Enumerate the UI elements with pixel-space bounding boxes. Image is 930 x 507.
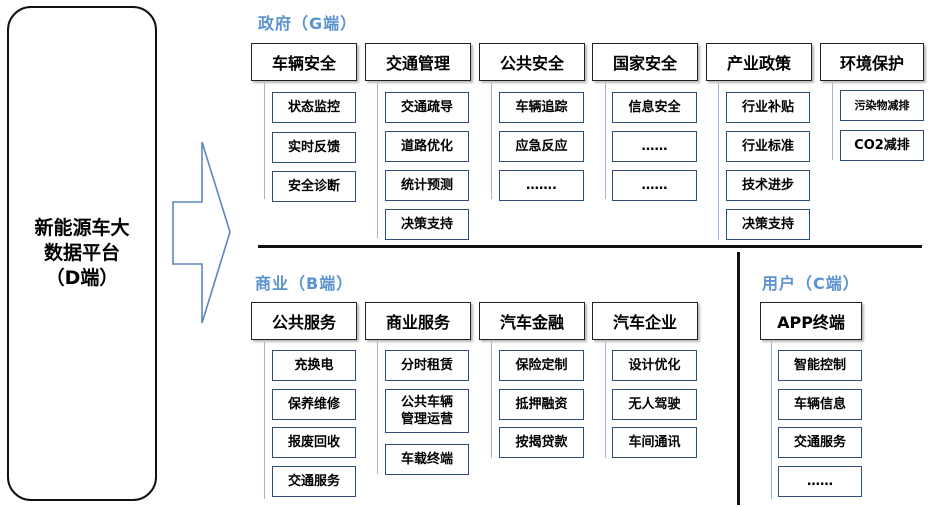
item-safety-diagnosis: 安全诊断	[272, 171, 356, 202]
item-traffic-service: 交通服务	[272, 466, 356, 497]
category-stem	[264, 342, 265, 499]
category-vehicle-safety: 车辆安全	[251, 43, 357, 81]
item-realtime-feedback: 实时反馈	[272, 132, 356, 163]
data-platform-box: 新能源车大 数据平台 （D端）	[7, 6, 157, 501]
category-traffic-management: 交通管理	[365, 43, 471, 81]
item-statistical-forecast: 统计预测	[385, 170, 469, 201]
category-stem	[264, 83, 265, 199]
item-emergency-response: 应急反应	[499, 131, 584, 162]
category-app-terminal: APP终端	[760, 302, 862, 340]
item-mortgage-financing: 抵押融资	[499, 389, 584, 420]
item-ellipsis: ……	[612, 170, 697, 201]
item-design-optimization: 设计优化	[612, 350, 697, 381]
category-stem	[771, 342, 772, 499]
category-national-security: 国家安全	[592, 43, 698, 81]
platform-label: 新能源车大 数据平台 （D端）	[34, 217, 130, 289]
item-maintenance-repair: 保养维修	[272, 389, 356, 420]
item-public-vehicle-operation: 公共车辆 管理运营	[385, 389, 469, 433]
item-time-rental: 分时租赁	[385, 350, 469, 381]
item-industry-standard: 行业标准	[726, 131, 810, 162]
item-charging-swapping: 充换电	[272, 350, 356, 381]
vertical-divider	[737, 252, 740, 505]
category-commercial-service: 商业服务	[365, 302, 471, 340]
item-decision-support: 决策支持	[385, 209, 469, 240]
item-traffic-dispersion: 交通疏导	[385, 92, 469, 123]
category-auto-finance: 汽车金融	[479, 302, 585, 340]
item-information-security: 信息安全	[612, 92, 697, 123]
item-co2-reduction: CO2减排	[840, 130, 924, 161]
item-status-monitoring: 状态监控	[272, 92, 356, 123]
category-industry-policy: 产业政策	[706, 43, 812, 81]
item-vehicle-tracking: 车辆追踪	[499, 92, 584, 123]
item-technology-progress: 技术进步	[726, 170, 810, 201]
category-environment-protection: 环境保护	[820, 43, 924, 81]
item-industry-subsidy: 行业补贴	[726, 92, 810, 123]
item-pollutant-reduction: 污染物减排	[840, 90, 924, 121]
item-insurance-customization: 保险定制	[499, 350, 584, 381]
category-stem	[718, 83, 719, 240]
category-stem	[605, 342, 606, 458]
item-workshop-communication: 车间通讯	[612, 427, 697, 458]
user-section-title: 用户（C端）	[762, 274, 860, 293]
category-stem	[832, 83, 833, 160]
item-autonomous-driving: 无人驾驶	[612, 389, 697, 420]
item-installment-loan: 按揭贷款	[499, 427, 584, 458]
category-stem	[605, 83, 606, 199]
item-vehicle-info: 车辆信息	[778, 389, 862, 420]
item-ellipsis: ……	[612, 131, 697, 162]
item-smart-control: 智能控制	[778, 350, 862, 381]
business-section-title: 商业（B端）	[255, 274, 354, 293]
item-traffic-service: 交通服务	[778, 427, 862, 458]
category-stem	[491, 342, 492, 458]
item-scrap-recycling: 报废回收	[272, 427, 356, 458]
flow-arrow-icon	[172, 141, 231, 324]
item-ellipsis: ……	[778, 466, 862, 497]
item-decision-support: 决策支持	[726, 209, 810, 240]
category-public-service: 公共服务	[251, 302, 357, 340]
category-stem	[377, 342, 378, 474]
item-vehicle-terminal: 车载终端	[385, 444, 469, 475]
category-stem	[377, 83, 378, 238]
item-road-optimization: 道路优化	[385, 131, 469, 162]
category-public-safety: 公共安全	[479, 43, 585, 81]
category-stem	[491, 83, 492, 199]
item-ellipsis: …….	[499, 170, 584, 201]
horizontal-divider	[258, 245, 922, 248]
government-section-title: 政府（G端）	[258, 14, 358, 33]
category-auto-enterprise: 汽车企业	[592, 302, 698, 340]
